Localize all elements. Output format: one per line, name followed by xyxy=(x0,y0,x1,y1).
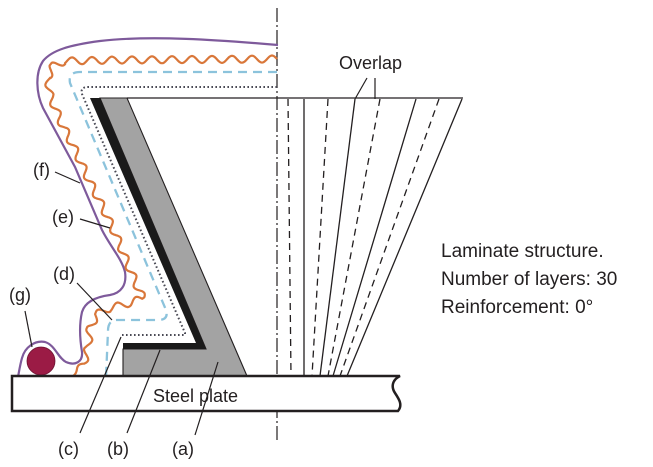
overlap-label: Overlap xyxy=(339,53,402,73)
layer-e-wavy-breather xyxy=(44,54,278,378)
label-f: (f) xyxy=(33,160,50,180)
leader-g xyxy=(24,310,33,348)
label-g: (g) xyxy=(9,285,31,305)
fan-ply-dashed-2 xyxy=(311,98,329,377)
fan-ply-dashed-4 xyxy=(339,98,440,377)
label-d: (d) xyxy=(53,264,75,284)
label-e: (e) xyxy=(52,207,74,227)
leader-b xyxy=(126,349,161,434)
laminate-fan xyxy=(127,97,463,377)
fan-ply-dashed-1 xyxy=(287,98,292,377)
steel-plate-label: Steel plate xyxy=(153,386,238,406)
fan-ply-solid-2 xyxy=(319,98,356,377)
label-b: (b) xyxy=(107,439,129,459)
info-number-of-layers: Number of layers: 30 xyxy=(441,269,617,290)
leader-d xyxy=(76,282,113,321)
fan-ply-dashed-3 xyxy=(327,98,381,377)
label-a: (a) xyxy=(172,439,194,459)
part-g-seal-ball xyxy=(26,346,56,376)
layer-c-dotted-peel-ply xyxy=(80,86,277,336)
fan-ply-solid-3 xyxy=(332,98,417,377)
info-laminate-structure: Laminate structure. xyxy=(441,241,604,262)
leader-e xyxy=(79,218,111,229)
leader-c xyxy=(79,336,122,434)
info-reinforcement: Reinforcement: 0° xyxy=(441,297,593,318)
overlap-leader-slanted xyxy=(354,77,368,100)
leader-a xyxy=(194,361,219,436)
label-c: (c) xyxy=(58,439,79,459)
leader-f xyxy=(54,171,81,184)
steel-plate xyxy=(10,374,402,413)
layer-d-dashed-film xyxy=(68,70,277,378)
layer-f-outer-film xyxy=(16,37,279,378)
fan-ply-solid-4 xyxy=(346,98,463,377)
part-b-black-band xyxy=(90,98,206,349)
